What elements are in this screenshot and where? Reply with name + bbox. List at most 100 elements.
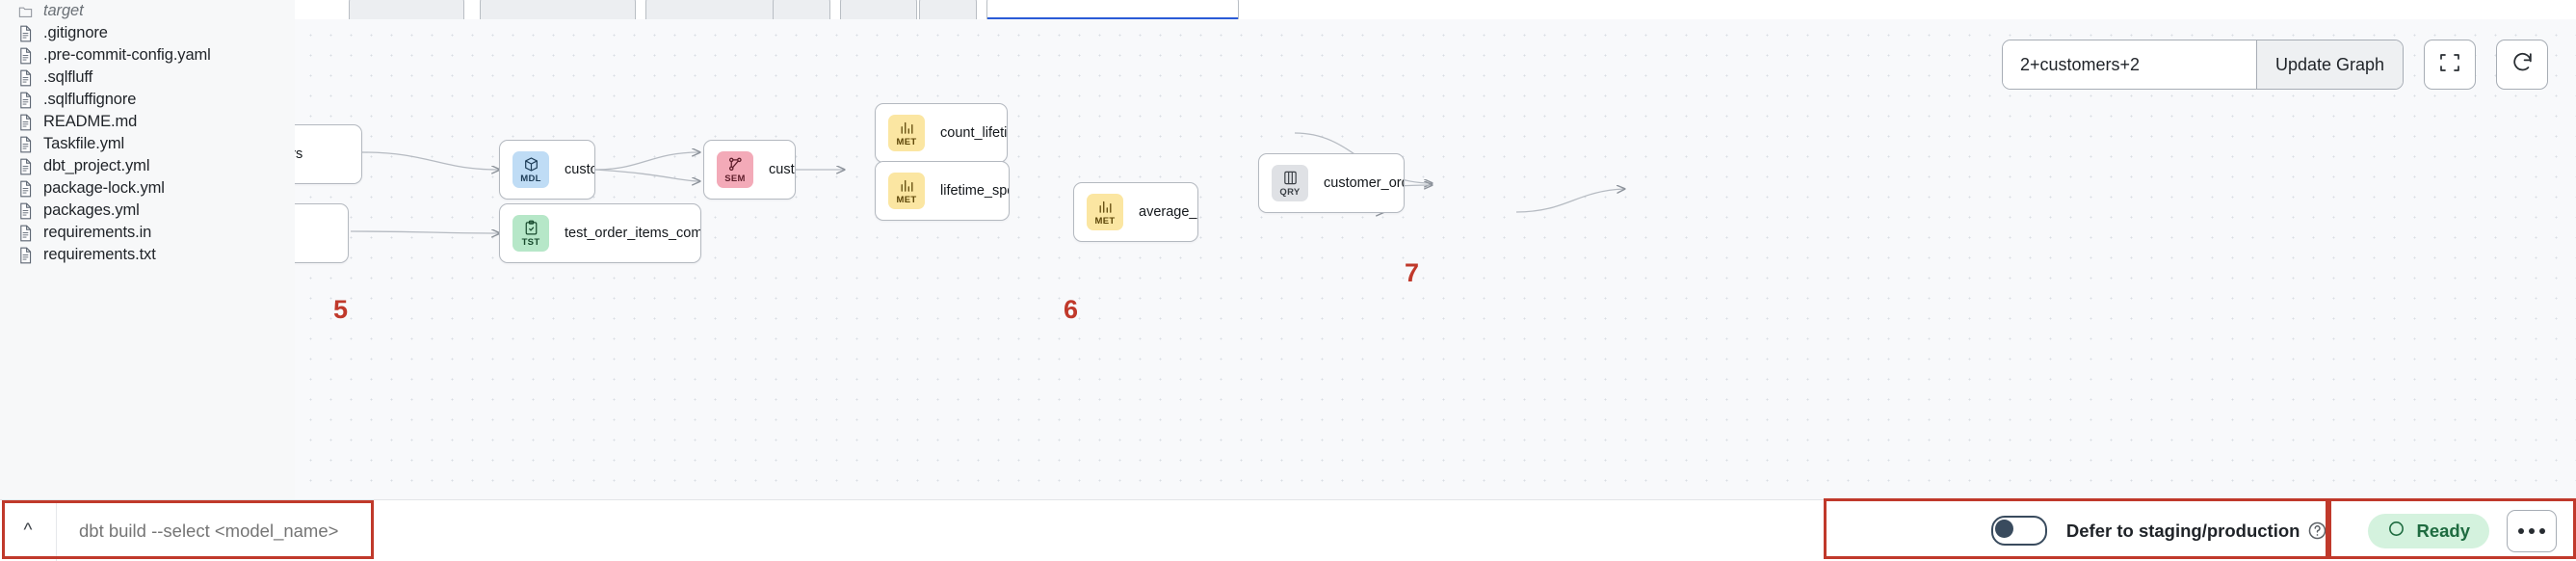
update-graph-button[interactable]: Update Graph — [2256, 40, 2404, 89]
lineage-graph-canvas[interactable]: stg_customersorders MDL customersTSTtest_o… — [295, 19, 2576, 500]
file-item[interactable]: requirements.txt — [0, 244, 295, 266]
refresh-icon — [2510, 50, 2535, 79]
editor-tab-strip[interactable] — [295, 0, 2576, 20]
node-kind-label: MET — [896, 136, 917, 147]
file-explorer-sidebar[interactable]: target .gitignore .pre-commit-config.yam… — [0, 0, 296, 500]
node-kind-label: SEM — [724, 173, 746, 184]
command-input[interactable] — [77, 519, 370, 543]
file-list: target .gitignore .pre-commit-config.yam… — [0, 0, 295, 266]
node-label: customer_order_metrics — [1324, 175, 1404, 191]
file-name: .gitignore — [43, 24, 108, 41]
refresh-button[interactable] — [2496, 40, 2549, 90]
graph-toolbar: Update Graph — [2002, 40, 2549, 90]
fullscreen-button[interactable] — [2424, 40, 2477, 90]
file-item[interactable]: .gitignore — [0, 22, 295, 44]
file-item[interactable]: target — [0, 0, 295, 22]
lineage-node[interactable]: QRY customer_order_metrics — [1258, 153, 1405, 213]
help-circle-icon[interactable] — [2307, 521, 2327, 541]
file-item[interactable]: Taskfile.yml — [0, 133, 295, 155]
file-name: .sqlfluffignore — [43, 91, 137, 108]
bar-chart-icon — [899, 177, 915, 194]
node-label: average_order_value — [1139, 204, 1197, 220]
lineage-node[interactable]: MET average_order_value — [1073, 182, 1198, 242]
node-label: lifetime_spend_pretax — [940, 183, 1009, 199]
node-kind-badge: SEM — [717, 151, 753, 188]
editor-tab[interactable] — [480, 0, 636, 19]
editor-tab[interactable] — [645, 0, 775, 19]
node-kind-badge: QRY — [1272, 165, 1308, 201]
node-label: customers — [565, 162, 594, 177]
bottom-command-bar: ^ Defer to staging/production Ready — [0, 499, 2576, 561]
node-kind-label: MET — [896, 194, 917, 205]
toggle-knob — [1994, 520, 2013, 538]
chevron-up-icon[interactable]: ^ — [0, 500, 57, 561]
graph-selector-combo[interactable]: Update Graph — [2002, 40, 2405, 90]
file-icon — [18, 247, 33, 264]
node-kind-label: MET — [1094, 215, 1116, 227]
query-icon — [1282, 170, 1299, 186]
file-item[interactable]: .pre-commit-config.yaml — [0, 44, 295, 67]
file-name: packages.yml — [43, 201, 140, 219]
status-label: Ready — [2416, 520, 2470, 541]
editor-tab-active[interactable] — [986, 0, 1239, 19]
file-icon — [18, 180, 33, 198]
lineage-node[interactable]: stg_customers — [295, 124, 362, 184]
editor-tab[interactable] — [349, 0, 464, 19]
lineage-node[interactable]: SEM customers — [703, 140, 796, 200]
node-kind-badge: MDL — [513, 151, 549, 188]
bar-chart-icon — [899, 120, 915, 136]
graph-selector-input[interactable] — [2003, 40, 2256, 89]
lineage-node[interactable]: MDL customers — [499, 140, 595, 200]
file-name: dbt_project.yml — [43, 157, 150, 174]
file-item[interactable]: requirements.in — [0, 222, 295, 244]
file-item[interactable]: .sqlfluffignore — [0, 89, 295, 111]
file-item[interactable]: package-lock.yml — [0, 177, 295, 200]
lineage-node[interactable]: orders — [295, 203, 349, 263]
circle-icon — [2387, 520, 2405, 543]
node-label: stg_customers — [295, 147, 303, 162]
bar-chart-icon — [1097, 199, 1114, 215]
node-kind-badge: MET — [888, 115, 925, 151]
file-icon — [18, 25, 33, 42]
file-name: Taskfile.yml — [43, 135, 125, 152]
file-icon — [18, 47, 33, 65]
editor-tab[interactable] — [919, 0, 977, 19]
node-label: customers — [769, 162, 795, 177]
file-item[interactable]: packages.yml — [0, 200, 295, 222]
file-icon — [18, 225, 33, 242]
lineage-node[interactable]: MET lifetime_spend_pretax — [875, 161, 1010, 221]
file-icon — [18, 158, 33, 175]
file-icon — [18, 202, 33, 220]
node-kind-label: MDL — [520, 173, 541, 184]
overflow-menu-button[interactable] — [2507, 509, 2557, 552]
defer-label: Defer to staging/production — [2065, 520, 2300, 541]
clipboard-check-icon — [523, 220, 539, 236]
file-item[interactable]: .sqlfluff — [0, 67, 295, 89]
status-badge[interactable]: Ready — [2368, 513, 2489, 548]
semantic-graph-icon — [727, 156, 744, 173]
lineage-node[interactable]: TSTtest_order_items_compute_to_bools… — [499, 203, 701, 263]
node-kind-badge: MET — [1087, 194, 1123, 230]
file-name: target — [43, 2, 84, 19]
editor-tab[interactable] — [773, 0, 830, 19]
editor-tab[interactable] — [840, 0, 917, 19]
file-icon — [18, 69, 33, 87]
file-name: requirements.txt — [43, 246, 156, 263]
file-name: README.md — [43, 113, 138, 130]
file-icon — [18, 114, 33, 131]
node-kind-badge: TST — [513, 215, 549, 252]
ellipsis-icon — [2529, 527, 2535, 534]
file-name: .pre-commit-config.yaml — [43, 46, 211, 64]
node-label: count_lifetime_orders — [940, 125, 1007, 141]
fullscreen-icon — [2438, 51, 2461, 79]
ellipsis-icon — [2539, 527, 2545, 534]
file-name: requirements.in — [43, 224, 152, 241]
defer-toggle[interactable] — [1990, 516, 2047, 546]
ellipsis-icon — [2518, 527, 2524, 534]
file-item[interactable]: dbt_project.yml — [0, 155, 295, 177]
file-name: .sqlfluff — [43, 68, 93, 86]
lineage-node[interactable]: MET count_lifetime_orders — [875, 103, 1008, 163]
file-icon — [18, 136, 33, 153]
file-item[interactable]: README.md — [0, 111, 295, 133]
